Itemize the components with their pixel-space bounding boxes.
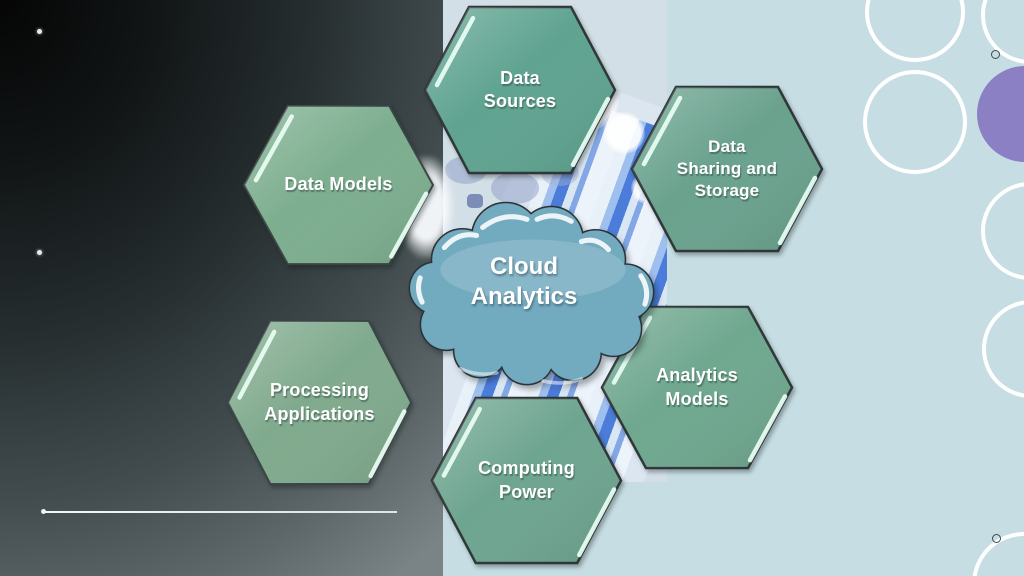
- cloud-label: Cloud Analytics: [470, 253, 578, 310]
- decor-ring-circle: [982, 300, 1024, 398]
- node-computing-power[interactable]: Computing Power: [430, 394, 623, 567]
- decor-dot: [37, 250, 42, 255]
- decor-horizontal-line: [43, 511, 397, 513]
- decor-purple-circle: [977, 66, 1024, 162]
- hexagon-shape: [242, 104, 435, 266]
- node-cloud-analytics[interactable]: Cloud Analytics: [402, 181, 664, 393]
- hexagon-shape: [630, 85, 824, 253]
- node-label: Data Sharing and Storage: [676, 136, 778, 201]
- decor-line-endpoint-dot: [41, 509, 46, 514]
- bokeh-circle: [603, 112, 645, 154]
- decor-small-ring: [992, 534, 1001, 543]
- node-label: Processing Applications: [264, 380, 375, 424]
- left-gradient-panel: [0, 0, 443, 576]
- node-data-sharing-and-storage[interactable]: Data Sharing and Storage: [630, 83, 824, 255]
- cloud-shape: [408, 201, 655, 386]
- decor-ring-circle: [863, 70, 967, 174]
- decor-small-ring: [991, 50, 1000, 59]
- node-analytics-models[interactable]: Analytics Models: [600, 303, 794, 472]
- node-label: Data Models: [284, 174, 393, 195]
- hexagon-shape: [423, 5, 617, 175]
- photo-cloud-blob: [467, 194, 483, 208]
- hexagon-shape: [430, 396, 623, 565]
- node-data-sources[interactable]: Data Sources: [423, 3, 617, 177]
- node-label: Data Sources: [483, 67, 557, 111]
- node-data-models[interactable]: Data Models: [242, 102, 435, 268]
- node-processing-applications[interactable]: Processing Applications: [226, 317, 413, 488]
- photo-cloud-blob: [491, 172, 539, 204]
- decor-ring-circle: [981, 182, 1024, 280]
- node-label: Computing Power: [478, 458, 575, 502]
- decor-ring-circle: [981, 0, 1024, 64]
- decor-dot: [37, 29, 42, 34]
- decor-ring-circle: [865, 0, 965, 62]
- hexagon-shape: [600, 305, 794, 470]
- node-label: Analytics Models: [656, 365, 738, 409]
- hexagon-shape: [226, 319, 413, 486]
